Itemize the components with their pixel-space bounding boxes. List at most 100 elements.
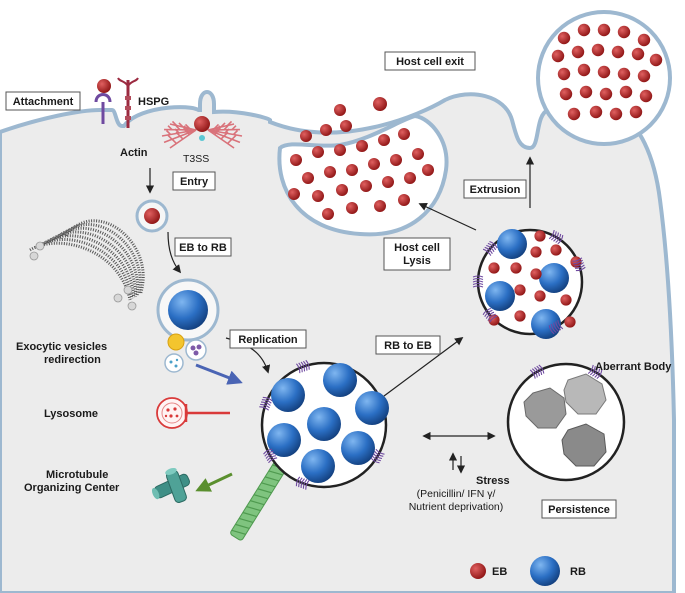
eb-particle xyxy=(360,180,372,192)
eb-particle xyxy=(300,130,312,142)
eb-particle xyxy=(334,144,346,156)
aberrant-body-inclusion xyxy=(506,362,626,482)
mtoc-icon xyxy=(151,467,191,503)
actin-branch xyxy=(171,120,178,127)
arrow-to-early-inclusion xyxy=(167,231,182,274)
attachment-label: Attachment xyxy=(13,96,74,108)
eb-particle xyxy=(514,310,526,322)
exocytic-label-line1: Exocytic vesicles xyxy=(16,341,107,353)
actin-branch xyxy=(232,129,239,136)
microtubule-segment xyxy=(246,505,261,512)
actin-branch xyxy=(224,128,230,134)
actin-branch xyxy=(167,125,173,131)
inc-protein xyxy=(587,364,603,380)
eb-particle xyxy=(577,23,591,37)
eb-particle xyxy=(302,172,314,184)
inc-protein xyxy=(370,448,385,464)
t3ss-label: T3SS xyxy=(183,153,209,165)
inclusion-membrane-proteins xyxy=(529,364,603,380)
actin-branch xyxy=(213,129,220,136)
eb-in-vesicle xyxy=(144,208,160,224)
actin-branch xyxy=(178,122,184,128)
actin-branch xyxy=(226,120,233,127)
lysosome-label: Lysosome xyxy=(44,408,98,420)
eb-particle xyxy=(589,105,603,119)
golgi-vesicle xyxy=(123,285,133,295)
rb-particle xyxy=(323,363,357,397)
actin-branch xyxy=(183,125,189,131)
host-cell-exit-label: Host cell exit xyxy=(396,56,464,68)
eb-particle xyxy=(557,31,571,45)
eb-particle xyxy=(557,67,571,81)
legend: EB RB xyxy=(470,556,586,586)
legend-rb-label: RB xyxy=(570,566,586,578)
extruded-eb-cluster xyxy=(551,23,663,121)
eb-particle xyxy=(599,87,613,101)
eb-particle xyxy=(320,124,332,136)
eb-particle xyxy=(617,25,631,39)
rb-particle xyxy=(355,391,389,425)
inc-protein xyxy=(295,476,310,490)
golgi-vesicle xyxy=(35,241,45,251)
eb-particle xyxy=(597,65,611,79)
eb-particle xyxy=(649,53,663,67)
eb-particle xyxy=(579,85,593,99)
persistence-box xyxy=(541,499,617,519)
lysosome-icon xyxy=(156,397,188,429)
eb-particle xyxy=(312,146,324,158)
eb-particle xyxy=(639,89,653,103)
eb-particle xyxy=(571,45,585,59)
microtubule-segment xyxy=(268,470,283,476)
rb-particle xyxy=(301,449,335,483)
extrusion-label: Extrusion xyxy=(470,184,521,196)
eb-particle xyxy=(619,85,633,99)
golgi-cisterna xyxy=(52,226,140,296)
attachment-box xyxy=(5,91,81,111)
aberrant-body-icon xyxy=(561,423,607,467)
microtubule-segment xyxy=(261,482,276,488)
microtubule-segment xyxy=(235,523,250,529)
microtubule-segment xyxy=(250,500,265,506)
eb-particle xyxy=(617,67,631,81)
actin-branch xyxy=(174,128,180,134)
microtubule-segment xyxy=(257,488,272,494)
eb-particle xyxy=(534,290,546,302)
actin-branch xyxy=(167,134,173,140)
eb-particle xyxy=(530,246,542,258)
eb-particle xyxy=(404,172,416,184)
legend-eb-icon xyxy=(470,563,486,579)
eb-particle xyxy=(412,148,424,160)
rb-cluster-replication xyxy=(267,363,389,483)
golgi-vesicle xyxy=(127,301,137,311)
eb-particle xyxy=(637,33,651,47)
microtubule-segment xyxy=(242,511,257,518)
eb-particle xyxy=(374,200,386,212)
eb-particle xyxy=(312,190,324,202)
eb-particle xyxy=(398,128,410,140)
eb-particle xyxy=(551,49,565,63)
golgi-vesicle xyxy=(113,293,123,303)
eb-particle xyxy=(346,202,358,214)
rb-particle xyxy=(341,431,375,465)
rb-to-eb-box xyxy=(375,335,441,355)
inclusion-membrane-proteins xyxy=(472,230,586,335)
eb-particle xyxy=(559,87,573,101)
rb-early xyxy=(168,290,208,330)
eb-particle xyxy=(609,107,623,121)
eb-particle xyxy=(577,63,591,77)
actin-branch xyxy=(165,129,172,136)
rb-particle xyxy=(267,423,301,457)
mixed-eb-rb-cluster xyxy=(485,229,582,339)
inc-protein xyxy=(548,320,564,335)
inc-protein xyxy=(472,275,484,288)
actin-branch xyxy=(226,138,233,145)
t3ss-icon xyxy=(199,135,205,141)
eb-particle xyxy=(560,294,572,306)
actin-branch xyxy=(175,125,181,131)
replication-label: Replication xyxy=(238,334,298,346)
actin-label: Actin xyxy=(120,147,148,159)
redirect-arrow xyxy=(195,363,243,385)
aberrant-body-label: Aberrant Body xyxy=(595,361,672,373)
entry-label: Entry xyxy=(180,176,209,188)
golgi-cisterna xyxy=(46,230,137,297)
